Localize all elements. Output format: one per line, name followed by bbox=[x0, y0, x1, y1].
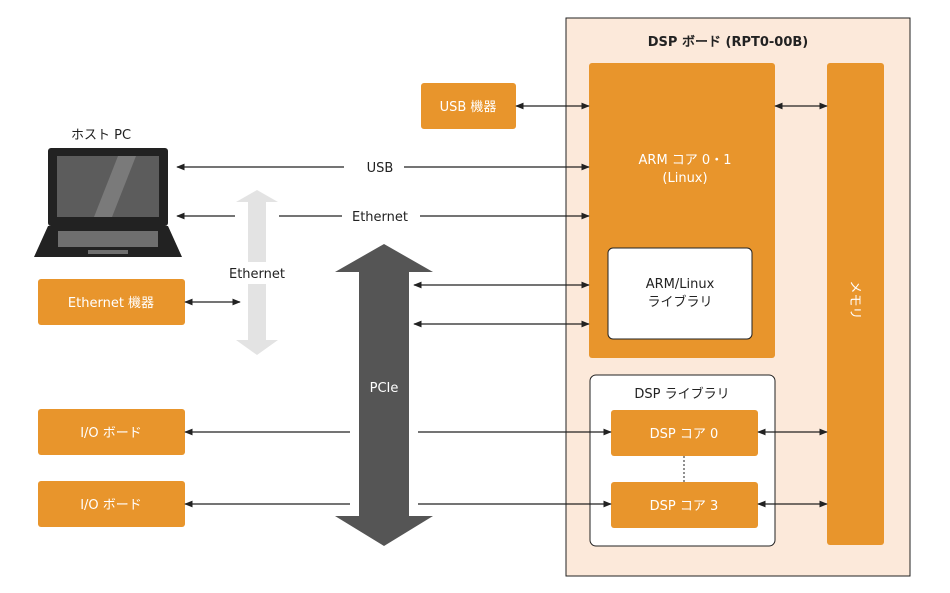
arm-core-sublabel: (Linux) bbox=[662, 171, 707, 186]
ethernet-bus-label: Ethernet bbox=[229, 267, 285, 282]
pcie-bus-arrow bbox=[335, 244, 433, 546]
host-pc-label: ホスト PC bbox=[71, 128, 131, 143]
dsp-core3-box bbox=[611, 482, 758, 528]
usb-link-label: USB bbox=[367, 161, 394, 176]
pcie-bus-label: PCIe bbox=[370, 381, 399, 396]
io-board-1-box bbox=[38, 409, 185, 455]
dsp-core0-label: DSP コア 0 bbox=[650, 427, 719, 442]
usb-device-box bbox=[421, 83, 516, 129]
dsp-library-title: DSP ライブラリ bbox=[634, 386, 729, 402]
io-board-2-label: I/O ボード bbox=[80, 498, 142, 513]
ethernet-device-box bbox=[38, 279, 185, 325]
dsp-board-title: DSP ボード (RPT0-00B) bbox=[648, 34, 808, 50]
ethernet-device-label: Ethernet 機器 bbox=[68, 296, 154, 311]
io-board-1-label: I/O ボード bbox=[80, 426, 142, 441]
memory-box bbox=[827, 63, 884, 545]
arm-library-box bbox=[607, 247, 753, 340]
usb-device-label: USB 機器 bbox=[440, 100, 497, 115]
io-board-2-box bbox=[38, 481, 185, 527]
arm-library-sublabel: ライブラリ bbox=[647, 294, 712, 310]
memory-label: メモリ bbox=[847, 280, 862, 319]
laptop-icon bbox=[34, 148, 182, 257]
arm-library-label: ARM/Linux bbox=[646, 277, 715, 292]
arm-core-label: ARM コア 0・1 bbox=[639, 153, 732, 168]
ethernet-bus-label-bg bbox=[222, 262, 294, 284]
dsp-core0-box bbox=[611, 410, 758, 456]
ethernet-link-label: Ethernet bbox=[352, 210, 408, 225]
dsp-core3-label: DSP コア 3 bbox=[650, 499, 719, 514]
